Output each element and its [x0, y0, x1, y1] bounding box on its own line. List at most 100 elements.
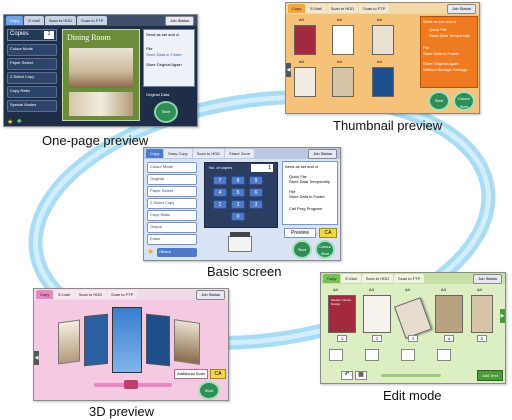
ca-button[interactable]: CA — [210, 369, 226, 379]
page-preview[interactable]: Dining Room — [62, 29, 140, 121]
star-icon[interactable]: ★ — [7, 119, 14, 126]
side-button-output[interactable]: Output — [147, 222, 197, 233]
page-thumbnail[interactable] — [332, 67, 354, 97]
edit-page-mini[interactable] — [365, 349, 379, 361]
side-button-copy-ratio[interactable]: Copy Ratio — [7, 86, 57, 98]
side-button-copy-ratio[interactable]: Copy Ratio — [147, 210, 197, 221]
start-button[interactable]: Start — [154, 101, 178, 123]
panel-line[interactable]: Store Data in Folder — [289, 194, 325, 199]
scroll-left-arrow-icon[interactable]: ◀ — [286, 63, 291, 77]
panel-line[interactable]: Call Prog Program — [289, 206, 322, 211]
tab-email[interactable]: E-mail — [54, 290, 74, 299]
tab-scan-hdd[interactable]: Scan to HDD — [74, 290, 107, 299]
ca-button[interactable]: CA — [319, 228, 337, 238]
panel-line[interactable]: Quick File — [429, 27, 447, 32]
panel-line[interactable]: Store Data in Folder — [423, 51, 459, 56]
job-status-button[interactable]: Job Status — [447, 4, 476, 14]
side-button-paper-select[interactable]: Paper Select — [147, 186, 197, 197]
tab-easy-copy[interactable]: Easy Copy — [164, 149, 192, 158]
edit-page-mini[interactable] — [401, 349, 415, 361]
zoom-slider[interactable] — [381, 374, 441, 377]
3d-carousel[interactable] — [40, 303, 220, 379]
edit-page-cover[interactable]: Modern Interior Design — [328, 295, 356, 333]
side-button-2-sided[interactable]: 2-Sided Copy — [7, 72, 57, 84]
tab-copy[interactable]: Copy — [36, 290, 54, 299]
tab-copy[interactable]: Copy — [288, 4, 306, 13]
side-button-paper-select[interactable]: Paper Select — [7, 58, 57, 70]
side-button-colour-mode[interactable]: Colour Mode — [7, 44, 57, 56]
page-thumbnail[interactable] — [372, 67, 394, 97]
side-button-colour-mode[interactable]: Colour Mode — [147, 162, 197, 173]
colour-start-button[interactable]: Colour Start — [315, 240, 335, 259]
panel-line[interactable]: Quick File — [289, 174, 307, 179]
carousel-page-center[interactable] — [112, 307, 142, 373]
page-thumbnail[interactable] — [372, 25, 394, 55]
add-text-button[interactable]: Add Text — [477, 370, 503, 381]
key-2[interactable]: 2 — [231, 200, 245, 209]
send-panel-store-again[interactable]: Store Original Again — [146, 62, 182, 67]
additional-scan-button[interactable]: Additional Scan — [174, 369, 208, 379]
job-status-button[interactable]: Job Status — [196, 290, 225, 300]
tab-scan-hdd[interactable]: Scan to HDD — [44, 16, 77, 25]
tab-copy[interactable]: Copy — [146, 149, 164, 158]
key-4[interactable]: 4 — [213, 188, 227, 197]
tab-scan-hdd[interactable]: Scan to HDD — [192, 149, 225, 158]
carousel-page-right[interactable] — [174, 319, 200, 365]
undo-icon[interactable]: ↶ — [341, 371, 353, 380]
tab-email[interactable]: E-mail — [24, 16, 44, 25]
key-5[interactable]: 5 — [231, 188, 245, 197]
tab-scan-ftp[interactable]: Scan to FTP — [394, 274, 425, 283]
tab-share-zone[interactable]: Share Zone — [225, 149, 254, 158]
key-6[interactable]: 6 — [249, 188, 263, 197]
page-thumbnail[interactable] — [294, 67, 316, 97]
panel-line[interactable]: Store Original Again — [423, 61, 459, 66]
key-1[interactable]: 1 — [213, 200, 227, 209]
edit-page[interactable] — [435, 295, 463, 333]
edit-page[interactable] — [363, 295, 391, 333]
key-0[interactable]: 0 — [231, 212, 245, 221]
edit-page-mini[interactable] — [437, 349, 451, 361]
copies-value[interactable]: 1 — [251, 164, 273, 172]
tab-copy[interactable]: Copy — [6, 16, 24, 25]
send-panel-file-text[interactable]: Store Data in Folder — [146, 52, 182, 57]
edit-page[interactable] — [471, 295, 493, 333]
preview-button[interactable]: Preview — [284, 228, 316, 238]
page-thumbnail[interactable] — [294, 25, 316, 55]
job-status-button[interactable]: Job Status — [473, 274, 502, 284]
key-3[interactable]: 3 — [249, 200, 263, 209]
carousel-page-left[interactable] — [58, 319, 80, 365]
tab-email[interactable]: E-Mail — [306, 4, 326, 13]
star-icon[interactable]: ★ — [147, 247, 155, 256]
tab-scan-ftp[interactable]: Scan to FTP — [77, 16, 108, 25]
carousel-page-right-mid[interactable] — [146, 313, 170, 367]
side-button-others[interactable]: Others — [157, 248, 197, 257]
scroll-left-arrow-icon[interactable]: ◀ — [34, 351, 39, 365]
page-slider[interactable] — [94, 380, 172, 389]
edit-page-mini[interactable] — [329, 349, 343, 361]
job-status-button[interactable]: Job Status — [165, 16, 194, 26]
start-button[interactable]: Start — [198, 381, 220, 400]
scroll-right-arrow-icon[interactable]: ▶ — [500, 309, 505, 323]
leaf-icon[interactable]: ♣ — [17, 118, 22, 125]
side-button-special-modes[interactable]: Special Modes — [7, 100, 57, 112]
copies-value[interactable]: 1 — [44, 31, 54, 39]
key-8[interactable]: 8 — [231, 176, 245, 185]
tab-scan-hdd[interactable]: Scan to HDD — [326, 4, 359, 13]
grid-icon[interactable]: ▦ — [355, 371, 367, 380]
start-button[interactable]: Start — [428, 91, 450, 111]
tab-email[interactable]: E-Mail — [341, 274, 361, 283]
key-9[interactable]: 9 — [249, 176, 263, 185]
colour-start-button[interactable]: Colour Start — [453, 91, 475, 111]
tab-scan-ftp[interactable]: Scan to FTP — [359, 4, 390, 13]
tab-copy[interactable]: Copy — [323, 274, 341, 283]
start-button[interactable]: Start — [292, 240, 312, 259]
page-thumbnail[interactable] — [332, 25, 354, 55]
side-button-2-sided[interactable]: 2-Sided Copy — [147, 198, 197, 209]
side-button-original[interactable]: Original — [147, 174, 197, 185]
edit-page-dragging[interactable] — [394, 297, 432, 339]
side-button-erase[interactable]: Erase — [147, 234, 197, 245]
job-status-button[interactable]: Job Status — [308, 149, 337, 159]
key-7[interactable]: 7 — [213, 176, 227, 185]
tab-scan-hdd[interactable]: Scan to HDD — [361, 274, 394, 283]
carousel-page-left-mid[interactable] — [84, 313, 108, 367]
